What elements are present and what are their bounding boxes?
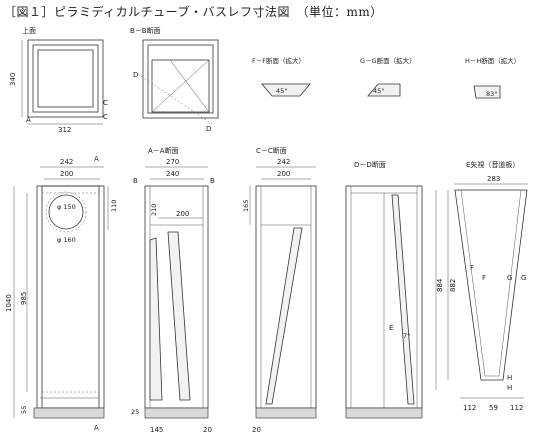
front-view: 242 200 A A φ 150 φ 160 110 1040 985 55 [5, 155, 118, 432]
top-outer-outline [27, 39, 104, 118]
gg-angle: 45° [373, 87, 385, 95]
e-112-right-dim: 112 [510, 404, 523, 412]
gg-section-label: G－G断面（拡大） [360, 56, 416, 65]
front-letter-a-top: A [94, 155, 99, 163]
bb-letter-d-right: D [206, 125, 211, 133]
front-base-plinth [33, 407, 105, 419]
aa-240-dim: 240 [166, 170, 179, 178]
ff-angle: 45° [276, 87, 288, 95]
aa-base-plinth [144, 407, 209, 419]
bb-section-view: B－B断面 D D [130, 26, 219, 133]
e-board-inner-outline [460, 189, 522, 377]
e-letter-f-1: F [470, 264, 474, 272]
dd-base-plinth [345, 407, 423, 419]
front-driver-phi150: φ 150 [57, 203, 76, 211]
aa-letter-b-left: B [133, 177, 138, 185]
aa-section-view: A－A断面 270 240 B B 200 210 25 145 20 [131, 146, 215, 434]
top-width-dim: 312 [58, 126, 71, 134]
top-height-dim: 340 [9, 73, 17, 86]
bb-section-line-d [137, 73, 213, 125]
cc-200-dim: 200 [277, 170, 290, 178]
bb-diagonal-board-2 [169, 59, 210, 113]
e-view-label: E矢視（音道板） [466, 160, 519, 169]
e-letter-g-1: G [507, 274, 512, 282]
e-letter-g-2: G [521, 274, 526, 282]
dd-section-view: D－D断面 E 7° [345, 160, 423, 419]
hh-board-profile [473, 85, 501, 99]
front-inner-height-dim: 985 [20, 292, 28, 305]
bb-section-label: B－B断面 [130, 26, 161, 35]
dd-section-label: D－D断面 [354, 160, 386, 169]
front-driver-cutout [48, 194, 84, 230]
front-total-height-dim: 1040 [5, 294, 13, 312]
front-55-dim: 55 [20, 406, 28, 414]
gg-board-profile [367, 83, 401, 97]
hh-angle: 83° [486, 90, 498, 98]
ff-board-profile [261, 83, 311, 97]
front-width-outer-dim: 242 [60, 158, 73, 166]
aa-270-dim: 270 [166, 158, 179, 166]
aa-200-dim: 200 [176, 210, 189, 218]
aa-tapered-board [167, 231, 191, 401]
e-59-dim: 59 [489, 404, 498, 412]
front-cabinet-outline [36, 185, 105, 409]
ff-section-label: F－F断面（拡大） [252, 56, 305, 65]
dd-angle: 7° [403, 332, 410, 340]
figure-title: ［図１］ピラミディカルチューブ・バスレフ寸法図 （単位：mm） [4, 5, 383, 19]
dd-letter-e: E [389, 324, 393, 332]
aa-210-dim: 210 [150, 204, 158, 216]
aa-20-dim: 20 [203, 426, 212, 434]
front-letter-a-bottom: A [94, 424, 99, 432]
hh-section-view: H－H断面（拡大） 83° [465, 56, 520, 99]
cc-base-plinth [255, 407, 317, 419]
top-view-label: 上面 [22, 26, 36, 35]
cc-tapered-board [265, 227, 303, 405]
top-inner-outline [32, 44, 99, 113]
e-283-dim: 283 [487, 175, 500, 183]
cc-section-view: C－C断面 242 200 165 20 [242, 146, 317, 434]
e-board-outline [454, 189, 528, 381]
front-width-inner-dim: 200 [60, 170, 73, 178]
top-view: 上面 340 312 A C C [9, 26, 108, 134]
top-cavity-outline [37, 49, 94, 108]
aa-25-dim: 25 [131, 408, 139, 416]
hh-section-label: H－H断面（拡大） [465, 56, 520, 65]
bb-inner-outline [147, 44, 214, 114]
aa-letter-b-right: B [210, 177, 215, 185]
bb-diagonal-board [151, 59, 210, 113]
cc-165-dim: 165 [242, 200, 250, 212]
e-view: E矢視（音道板） 283 884 882 F F G G H H 112 59 … [435, 160, 528, 412]
cc-242-dim: 242 [277, 158, 290, 166]
e-letter-f-2: F [482, 274, 486, 282]
e-letter-h-1: H [507, 374, 512, 382]
ff-section-view: F－F断面（拡大） 45° [252, 56, 311, 97]
top-section-letter-c: C [103, 113, 108, 121]
front-driver-phi160: φ 160 [57, 236, 76, 244]
e-884-dim: 884 [436, 278, 444, 292]
e-letter-h-2: H [507, 384, 512, 392]
e-112-left-dim: 112 [463, 404, 476, 412]
bb-cavity-outline [151, 59, 210, 113]
cc-section-label: C－C断面 [256, 146, 287, 155]
bb-letter-d-left: D [133, 71, 138, 79]
front-110-dim: 110 [110, 200, 118, 212]
cc-20-dim: 20 [252, 426, 261, 434]
top-section-letter-c-upper: C [103, 99, 108, 107]
aa-145-dim: 145 [150, 426, 163, 434]
gg-section-view: G－G断面（拡大） 45° [360, 56, 416, 97]
aa-front-board [149, 237, 163, 401]
e-882-dim: 882 [449, 279, 457, 292]
aa-section-label: A－A断面 [148, 146, 179, 155]
front-driver-flange [45, 191, 87, 233]
dd-tapered-board [391, 194, 415, 405]
top-section-letter-a: A [26, 116, 31, 124]
bb-outer-outline [142, 39, 219, 119]
